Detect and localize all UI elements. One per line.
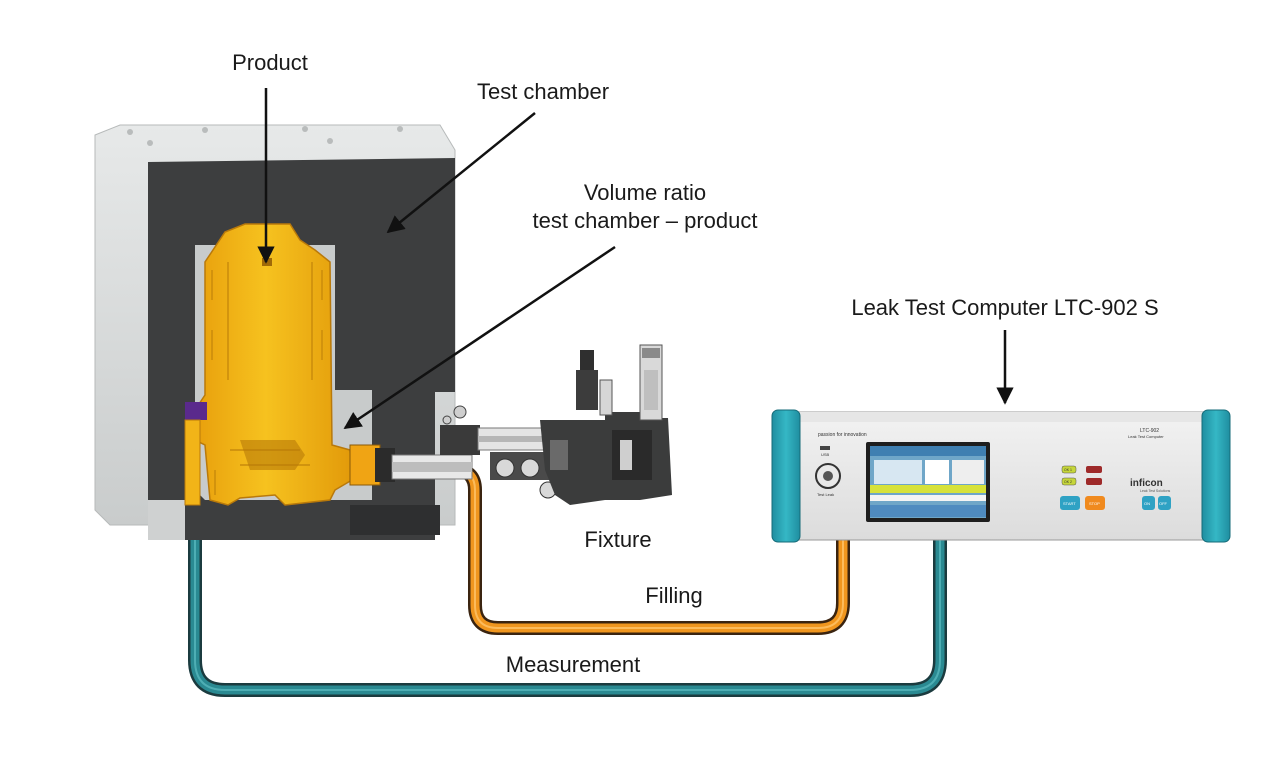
off-button: OFF: [1159, 501, 1168, 506]
brand-logo: inficon: [1130, 478, 1163, 489]
on-button: ON: [1144, 501, 1150, 506]
ok-indicator-2: OK 2: [1064, 480, 1072, 484]
label-test-chamber: Test chamber: [476, 79, 610, 104]
label-product: Product: [232, 50, 308, 75]
brand-subtitle: Leak Test Solutions: [1140, 489, 1171, 493]
usb-label: USB: [821, 452, 830, 457]
device-model: LTC-902: [1140, 428, 1159, 434]
ok-indicator-1: OK 1: [1064, 468, 1072, 472]
label-filling: Filling: [645, 583, 703, 608]
measurement-hose: [188, 528, 947, 697]
fixture: [440, 344, 672, 505]
arrow-test-chamber: [386, 112, 536, 234]
label-volume-ratio-line1: Volume ratio: [583, 180, 707, 205]
product: [184, 223, 353, 506]
label-volume-ratio-line2: test chamber – product: [532, 208, 758, 233]
connector-tube: [349, 444, 473, 486]
label-fixture: Fixture: [584, 527, 652, 552]
start-button: START: [1063, 501, 1076, 506]
label-measurement: Measurement: [505, 652, 641, 677]
device-tagline: passion for innovation: [818, 432, 867, 438]
leak-test-computer: [771, 409, 1231, 543]
port-label: Test Leak: [817, 492, 834, 497]
device-subtitle: Leak Test Computer: [1128, 434, 1164, 439]
label-leak-test-computer: Leak Test Computer LTC-902 S: [851, 295, 1159, 320]
arrow-volume-ratio: [343, 245, 616, 430]
stop-button: STOP: [1089, 501, 1100, 506]
